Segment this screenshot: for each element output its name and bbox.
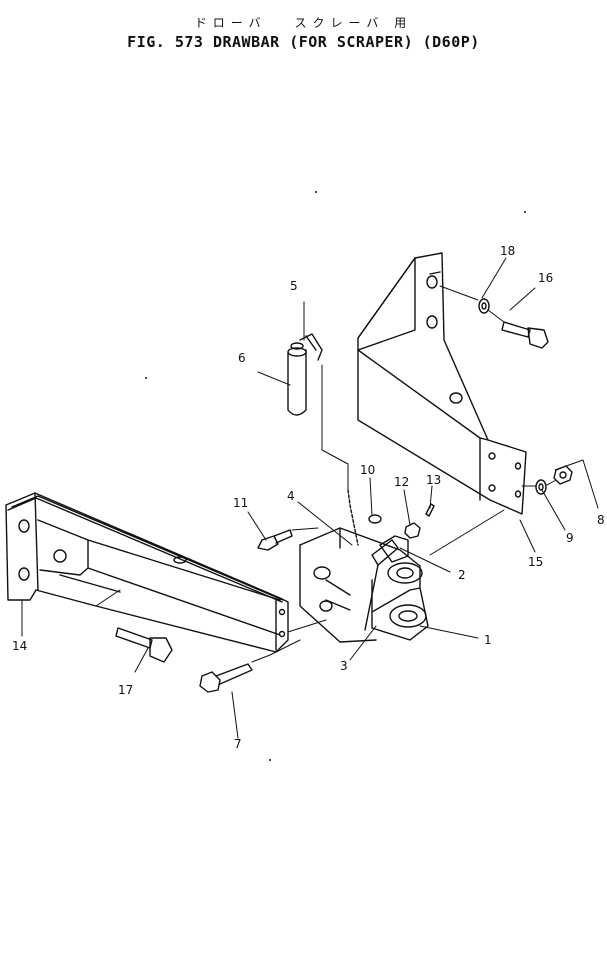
callout-7: 7 <box>234 737 242 751</box>
part-3-pin <box>364 539 399 631</box>
callout-13: 13 <box>426 473 441 487</box>
callout-9: 9 <box>566 531 574 545</box>
callout-2: 2 <box>458 568 466 582</box>
callout-10: 10 <box>360 463 375 477</box>
callout-11: 11 <box>233 496 248 510</box>
callout-8: 8 <box>597 513 605 527</box>
callout-numbers: 1 2 3 4 5 6 7 8 9 10 11 12 13 14 15 16 1… <box>12 244 605 751</box>
part-7-bolt <box>199 663 253 693</box>
part-13-cotter-pin <box>425 503 435 517</box>
part-5-clip <box>299 333 323 361</box>
part-14-left-bracket <box>5 492 289 653</box>
callout-4: 4 <box>287 489 295 503</box>
callout-1: 1 <box>484 633 492 647</box>
part-17-bolt <box>115 627 173 663</box>
figure-title: FIG. 573 DRAWBAR (FOR SCRAPER) (D60P) <box>127 33 480 51</box>
part-6-pin <box>287 342 307 416</box>
part-12-nut <box>404 522 421 539</box>
callout-17: 17 <box>118 683 133 697</box>
part-4-chain <box>347 489 359 546</box>
part-8-nut <box>553 465 573 485</box>
callout-12: 12 <box>394 475 409 489</box>
part-11-bolt <box>257 529 293 551</box>
callout-16: 16 <box>538 271 553 285</box>
callout-14: 14 <box>12 639 27 653</box>
figure-title-japanese: ドローバ スクレーバ 用 <box>194 16 413 30</box>
part-1-drawbar-clevis <box>299 527 429 643</box>
part-10-washer <box>368 514 382 524</box>
callout-5: 5 <box>290 279 298 293</box>
callout-3: 3 <box>340 659 348 673</box>
leader-lines <box>21 257 599 739</box>
callout-18: 18 <box>500 244 515 258</box>
scan-specks <box>145 191 526 761</box>
part-15-right-bracket <box>357 252 527 515</box>
part-16-bolt <box>501 321 549 349</box>
part-2-bracket-plate <box>379 535 409 563</box>
callout-15: 15 <box>528 555 543 569</box>
callout-6: 6 <box>238 351 246 365</box>
part-9-washer <box>535 479 547 495</box>
part-18-washer <box>478 298 490 314</box>
